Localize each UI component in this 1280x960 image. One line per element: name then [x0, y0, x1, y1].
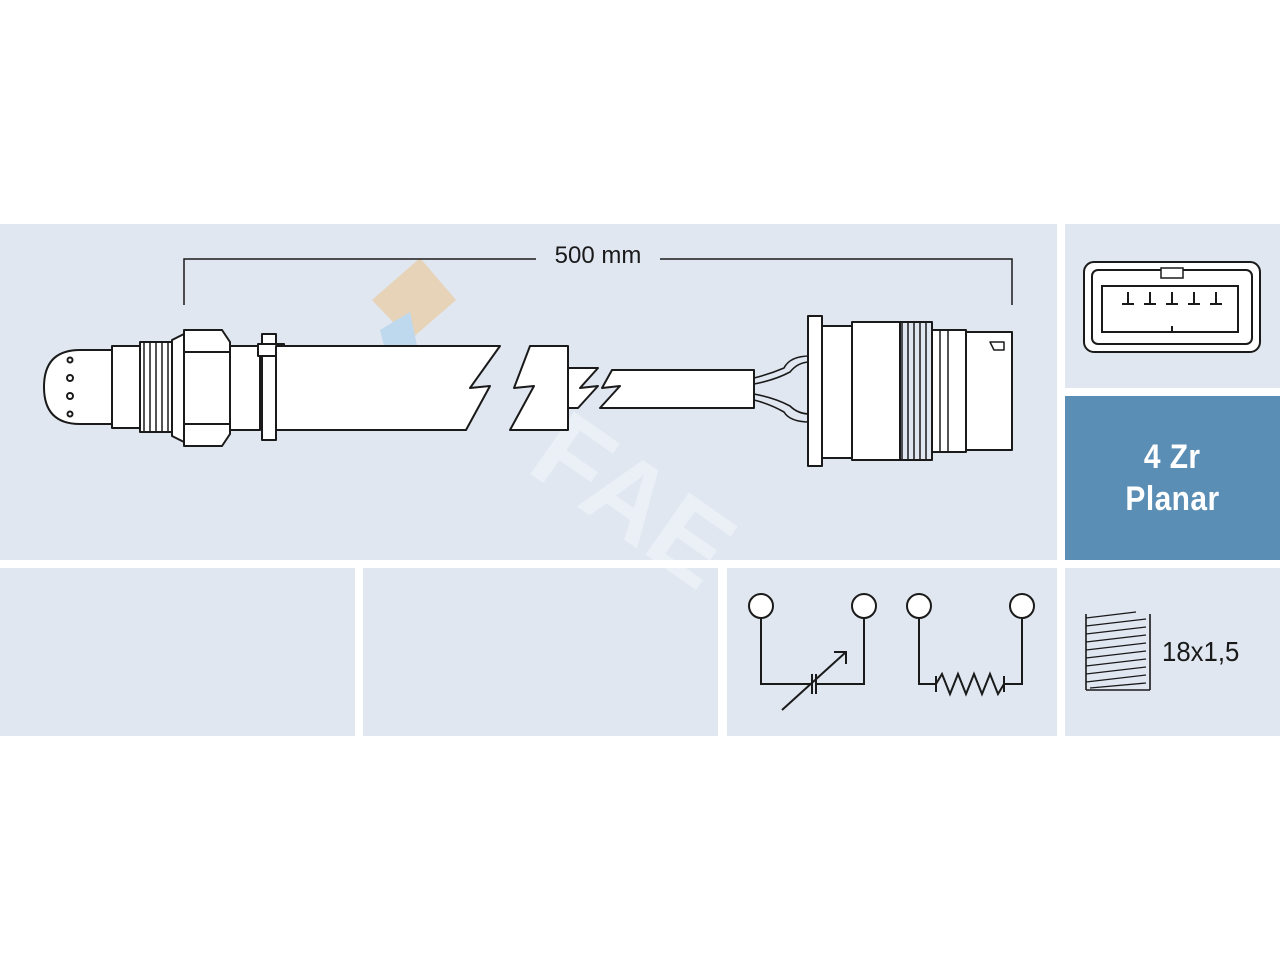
sensor-type-line2: Planar [1125, 480, 1220, 518]
thread-panel [1065, 568, 1280, 736]
sensor-type-panel: 4 Zr Planar [1065, 396, 1280, 560]
sensor-type-line1: 4 Zr [1144, 438, 1201, 476]
thread-size-label: 18x1,5 [1162, 636, 1240, 667]
blank-panel-left [0, 568, 355, 736]
length-dimension-label: 500 mm [554, 242, 642, 269]
blank-panel-middle [363, 568, 718, 736]
circuit-diagram-panel [727, 568, 1057, 736]
